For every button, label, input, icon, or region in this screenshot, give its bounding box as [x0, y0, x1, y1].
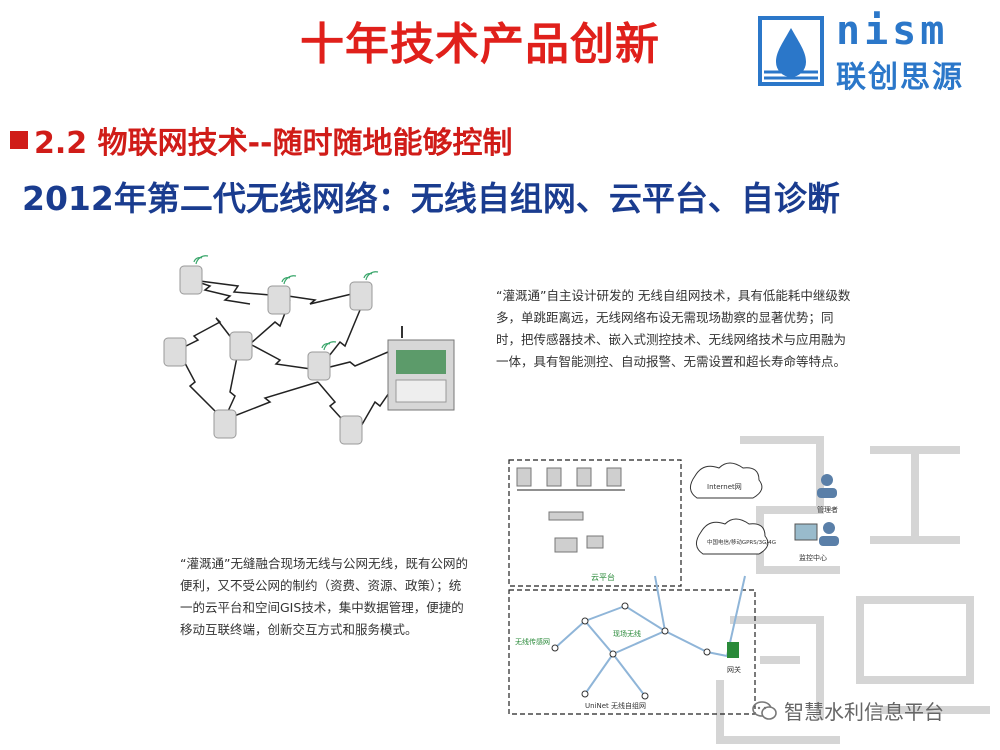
internet-cloud-icon: [690, 463, 761, 498]
mesh-node-dots: [552, 603, 710, 699]
footer-watermark: 智慧水利信息平台: [752, 696, 944, 725]
network-architecture-diagram: Internet网 中国电信/移动GPRS/3G/4G 管理者 监控中心 云平台…: [495, 456, 890, 718]
cloud-platform-label: 云平台: [591, 572, 615, 582]
logo-brand-text: nism: [836, 8, 948, 54]
sensor-nodes: [164, 266, 372, 444]
self-org-label: UniNet 无线自组网: [585, 701, 646, 710]
square-bullet-icon: [10, 131, 28, 149]
logo-brand-cn: 联创思源: [836, 52, 964, 96]
gateway-icon: [727, 642, 739, 658]
mobile-cloud-icon: [696, 519, 767, 554]
wireless-links: [555, 576, 745, 696]
internet-label: Internet网: [707, 483, 742, 491]
mobile-net-label: 中国电信/移动GPRS/3G/4G: [707, 538, 776, 546]
monitor-center-icon: [795, 522, 839, 546]
footer-label: 智慧水利信息平台: [784, 696, 944, 725]
gateway-label: 网关: [727, 665, 741, 674]
subtitle: 2012年第二代无线网络：无线自组网、云平台、自诊断: [22, 172, 840, 220]
monitor-center-label: 监控中心: [799, 553, 827, 562]
section-heading: 2.2 物联网技术--随时随地能够控制: [10, 118, 513, 162]
section-heading-text: 2.2 物联网技术--随时随地能够控制: [34, 118, 513, 162]
page-title: 十年技术产品创新: [300, 8, 660, 72]
wireless-mesh-diagram: [150, 252, 460, 452]
sensor-net-label: 无线传感网: [515, 637, 550, 646]
water-drop-logo-icon: [758, 14, 824, 88]
server-icons: [517, 468, 621, 552]
manager-label: 管理者: [817, 505, 838, 514]
wechat-icon: [752, 700, 778, 722]
manager-icon: [817, 474, 837, 498]
gateway-box-icon: [388, 326, 454, 410]
paragraph-wireless-tech: “灌溉通”自主设计研发的 无线自组网技术，具有低能耗中继级数多，单跳距离远，无线…: [496, 285, 856, 373]
relay-label: 现场无线: [613, 629, 641, 638]
company-logo: nism 联创思源: [758, 8, 994, 94]
paragraph-cloud-fusion: “灌溉通”无缝融合现场无线与公网无线，既有公网的便利，又不受公网的制约（资费、资…: [180, 553, 470, 641]
